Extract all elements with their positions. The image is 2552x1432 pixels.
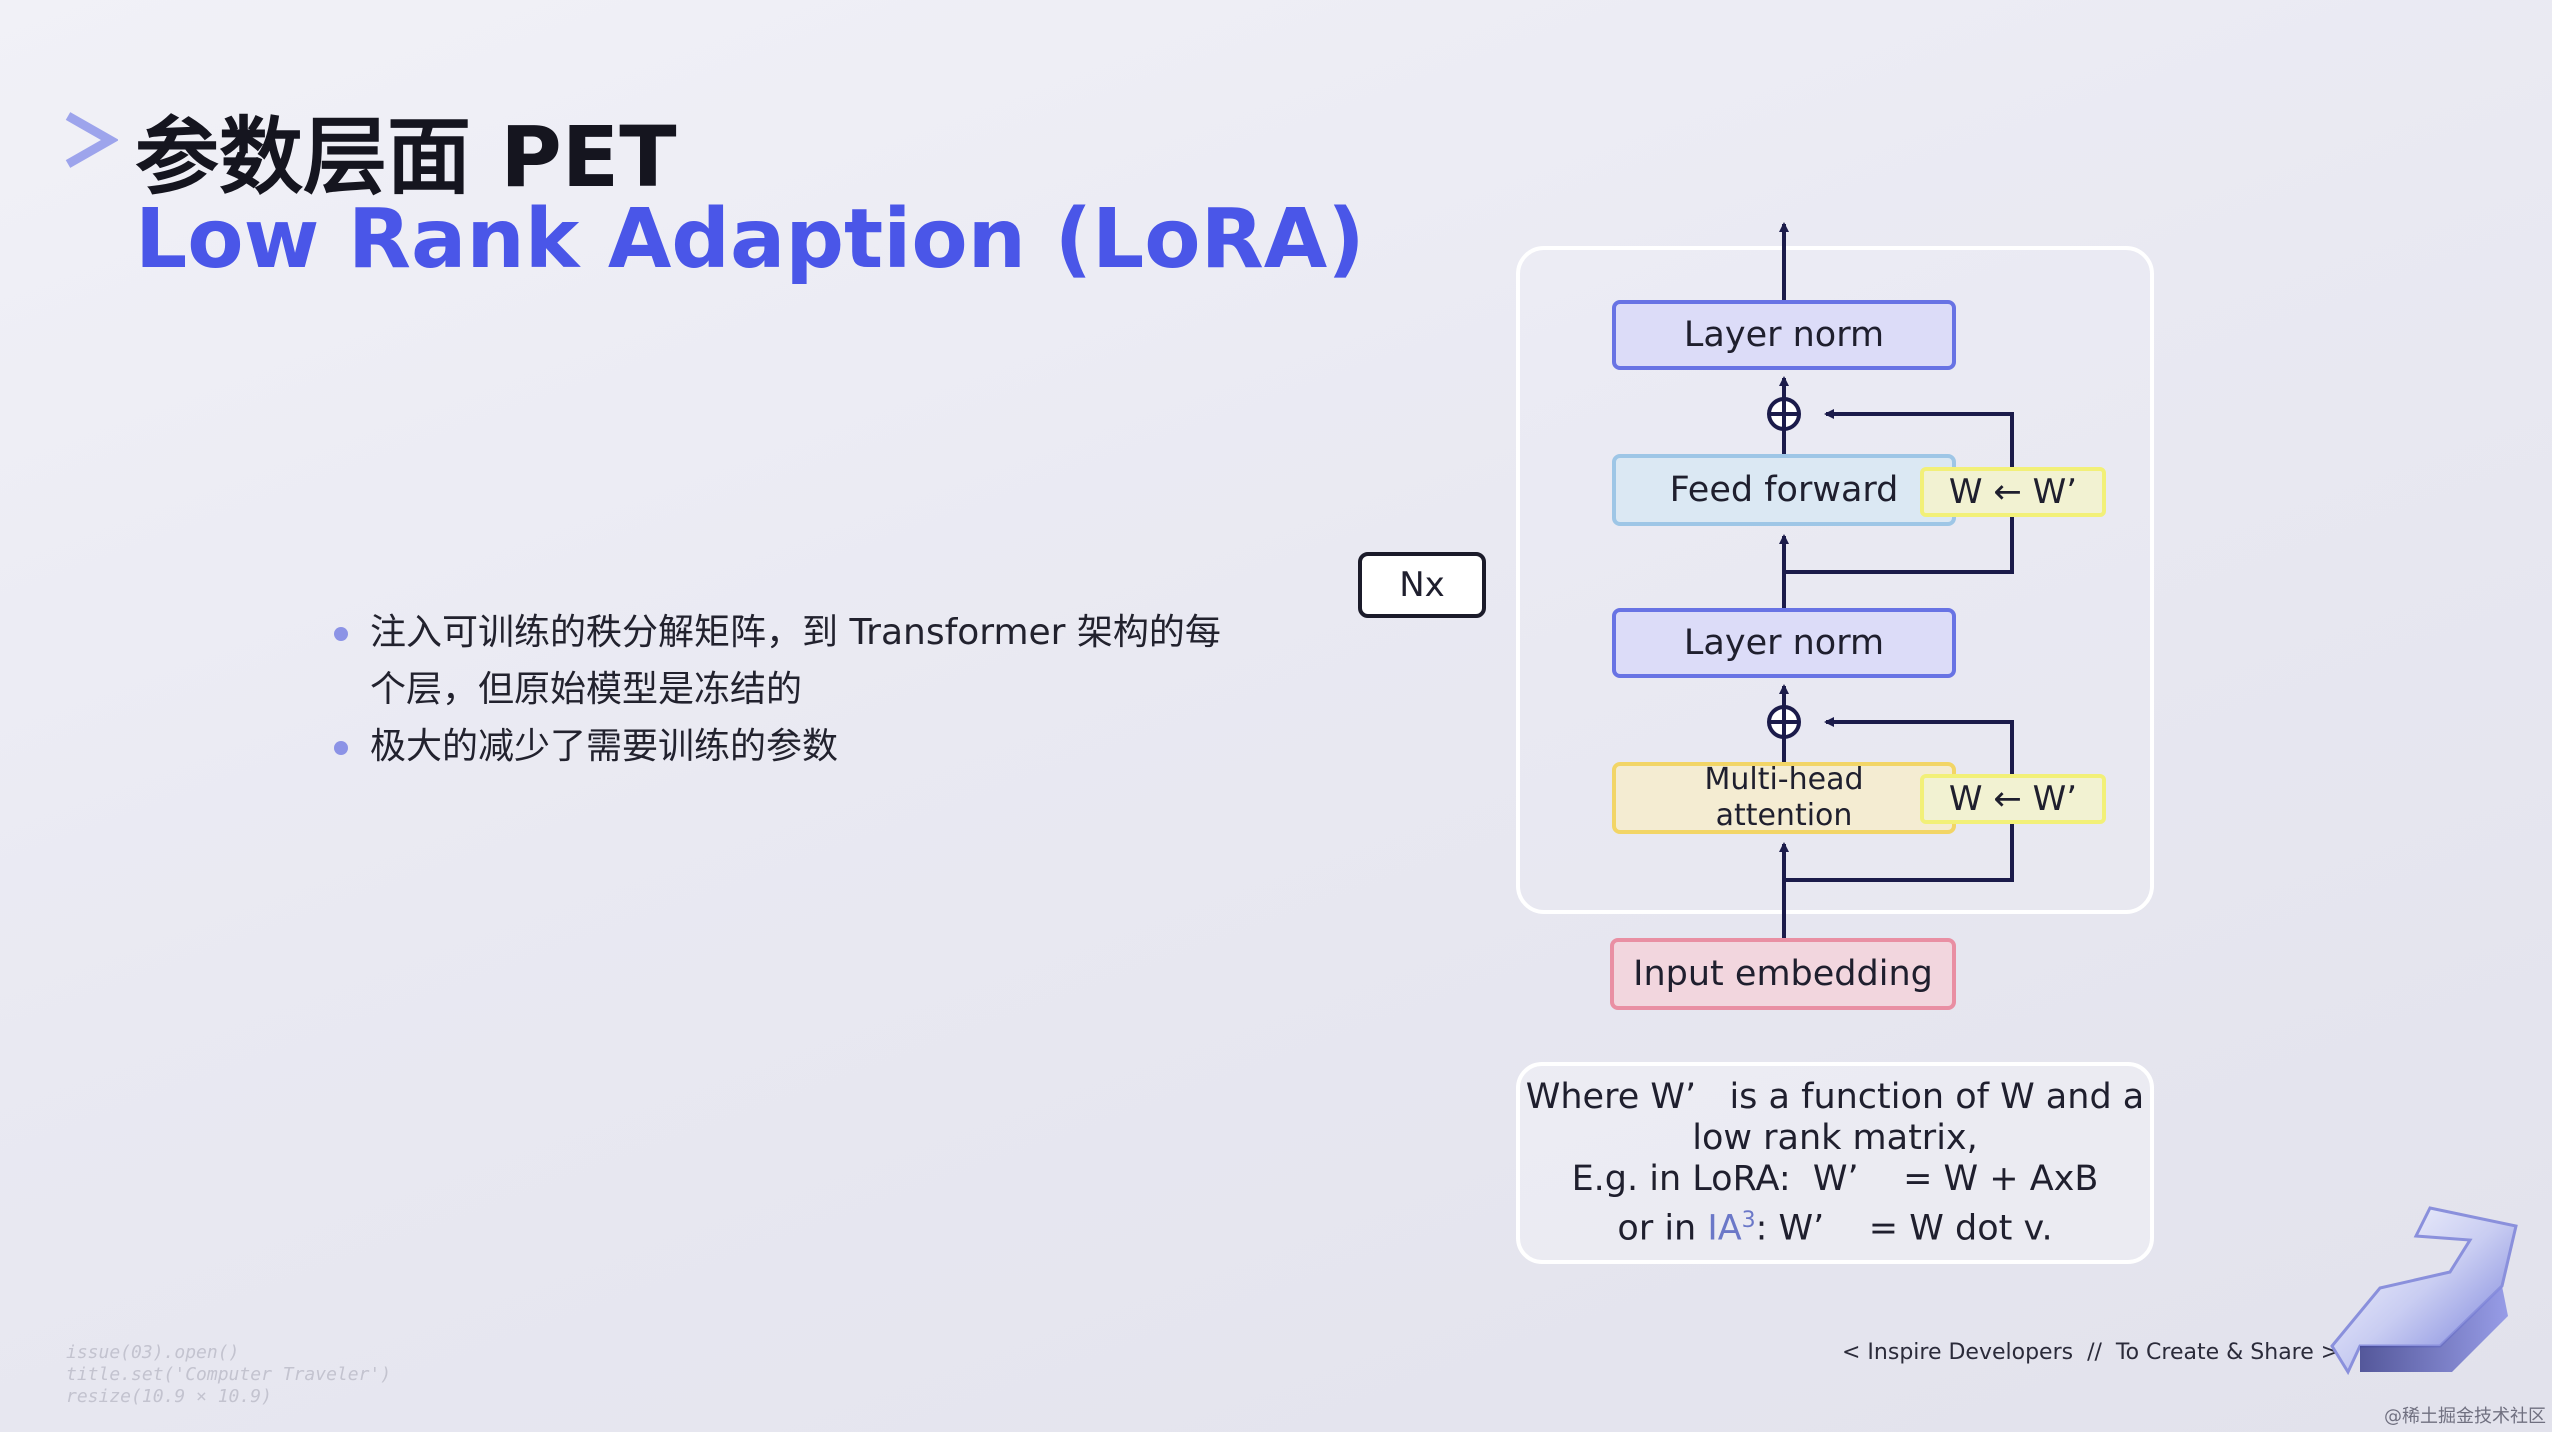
lora-note-box: Where W’ is a function of W and a low ra… [1516, 1062, 2154, 1264]
bullet-list: 注入可训练的秩分解矩阵，到 Transformer 架构的每个层，但原始模型是冻… [330, 604, 1230, 775]
code-line-3: resize(10.9 × 10.9) [66, 1386, 272, 1407]
code-decoration: issue(03).open()title.set('Computer Trav… [66, 1342, 391, 1408]
code-line-2: title.set('Computer Traveler') [66, 1364, 392, 1385]
layer-norm-mid-box: Layer norm [1612, 608, 1956, 678]
note-line-3: E.g. in LoRA: W’ = W + AxB [1571, 1158, 2099, 1199]
bullet-item-1: 注入可训练的秩分解矩阵，到 Transformer 架构的每个层，但原始模型是冻… [330, 604, 1230, 718]
chevron-right-icon [65, 112, 118, 168]
note-ia: IA [1707, 1208, 1742, 1249]
bullet-item-2: 极大的减少了需要训练的参数 [330, 718, 1230, 775]
slide-title-en: Low Rank Adaption (LoRA) [135, 192, 1365, 287]
footer-tagline: < Inspire Developers // To Create & Shar… [1842, 1340, 2340, 1365]
input-embedding-box: Input embedding [1610, 938, 1956, 1010]
w-update-ff-box: W ← W’ [1920, 467, 2106, 517]
feed-forward-box: Feed forward [1612, 454, 1956, 526]
note-line-2: low rank matrix, [1692, 1117, 1978, 1158]
slide-title-cn: 参数层面 PET [135, 108, 677, 206]
nx-repeat-box: Nx [1358, 552, 1486, 618]
multi-head-attention-box: Multi-head attention [1612, 762, 1956, 834]
w-update-attn-box: W ← W’ [1920, 774, 2106, 824]
mha-line-2: attention [1715, 798, 1853, 833]
note-line-1: Where W’ is a function of W and a [1525, 1076, 2145, 1117]
code-line-1: issue(03).open() [66, 1342, 240, 1363]
mha-line-1: Multi-head [1704, 762, 1864, 797]
note-ia-sup: 3 [1741, 1207, 1756, 1233]
layer-norm-top-box: Layer norm [1612, 300, 1956, 370]
note-line-4-suffix: : W’ = W dot v. [1755, 1208, 2053, 1249]
watermark: @稀土掘金技术社区 [2384, 1406, 2546, 1427]
note-line-4: or in IA3: W’ = W dot v. [1617, 1200, 2052, 1250]
brand-logo-icon [2330, 1206, 2518, 1376]
note-line-4-prefix: or in [1617, 1208, 1708, 1249]
